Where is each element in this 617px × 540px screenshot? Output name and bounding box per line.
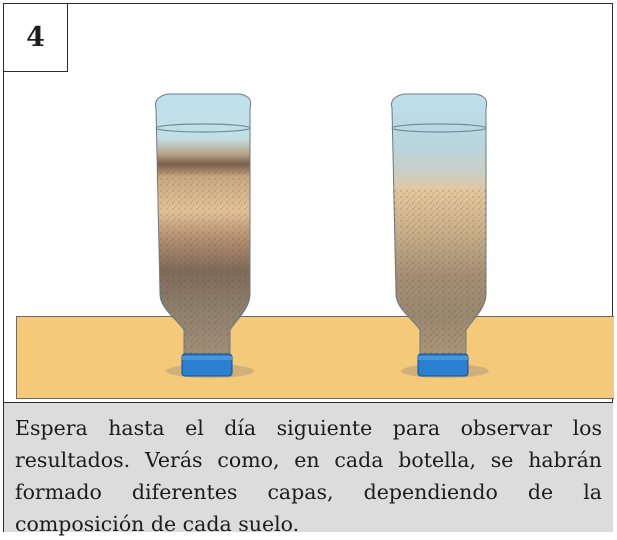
caption-box: Espera hasta el día siguiente para obser… [4, 402, 613, 536]
bottle-right [391, 93, 489, 378]
table-surface [16, 316, 614, 399]
step-number: 4 [4, 4, 68, 72]
bottle-left [155, 93, 254, 378]
instruction-panel: 4 Espera hasta el día siguiente para obs… [3, 3, 614, 536]
bottles-illustration [155, 93, 489, 378]
caption-text: Espera hasta el día siguiente para obser… [15, 416, 602, 536]
